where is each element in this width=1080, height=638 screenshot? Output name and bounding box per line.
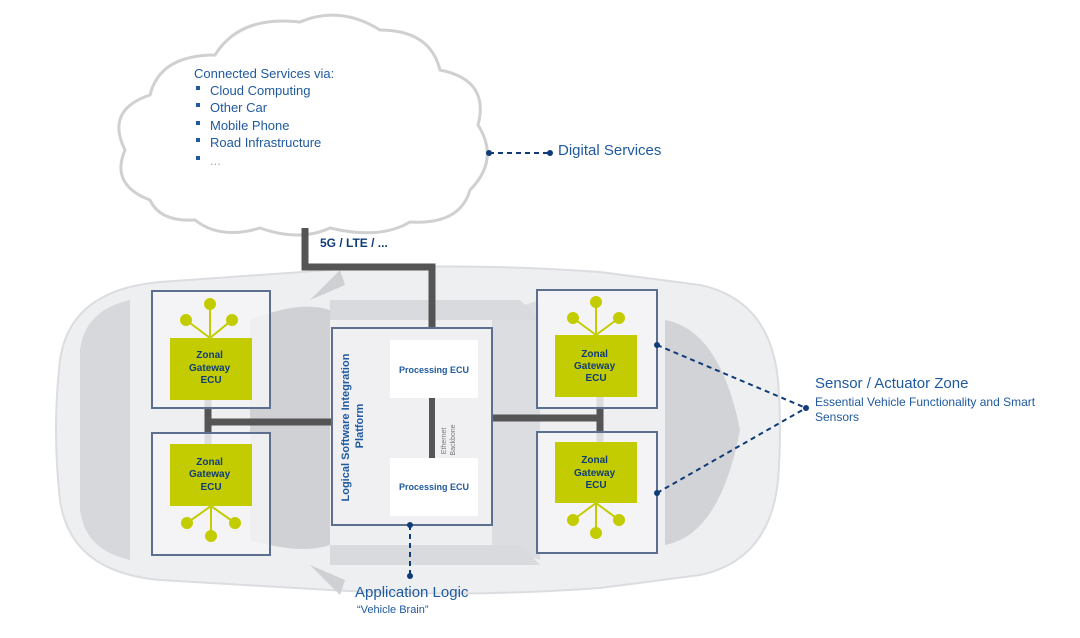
cloud-item: Cloud Computing	[210, 83, 310, 98]
software-integration-platform: Logical Software Integration Platform Pr…	[331, 327, 493, 526]
sensor-icon	[567, 502, 625, 539]
application-logic-title: Application Logic	[355, 584, 469, 601]
zone-label: ECU	[200, 482, 221, 493]
cloud-item: Other Car	[210, 100, 268, 115]
cloud-item: ...	[210, 153, 221, 168]
platform-title: Platform	[354, 403, 366, 448]
connectivity-label: 5G / LTE / ...	[320, 236, 388, 250]
zone-label: Gateway	[189, 363, 231, 374]
zone-front-left: Zonal Gateway ECU	[151, 290, 271, 409]
sensor-icon	[181, 505, 241, 542]
svg-text:Zonal Gateway ECU: Zonal Gateway ECU	[574, 455, 618, 491]
cloud-list: Cloud Computing Other Car Mobile Phone R…	[196, 83, 321, 168]
processing-ecu-top	[390, 340, 478, 398]
processing-ecu-label: Processing ECU	[399, 482, 469, 492]
zone-label: ECU	[200, 375, 221, 386]
connector-dots	[654, 342, 809, 496]
cellular-link-line	[301, 228, 436, 328]
sensor-zone-connector	[656, 344, 807, 494]
sensor-icon	[567, 296, 625, 336]
zone-label: Zonal	[196, 457, 223, 468]
svg-text:Zonal Gateway ECU: Zonal Gateway ECU	[574, 349, 618, 384]
backbone-label: Ethernet	[441, 428, 448, 455]
bullet-icon	[196, 103, 200, 107]
digital-services-label: Digital Services	[558, 142, 661, 159]
processing-ecu-label: Processing ECU	[399, 365, 469, 375]
zone-label: Gateway	[574, 361, 616, 372]
application-logic-subtitle: “Vehicle Brain”	[357, 604, 429, 616]
zone-label: Gateway	[574, 468, 616, 479]
zone-rear-right: Zonal Gateway ECU	[536, 431, 658, 554]
cloud-heading: Connected Services via:	[194, 66, 334, 81]
zone-rear-left: Zonal Gateway ECU	[151, 432, 271, 556]
processing-ecu-bottom	[390, 458, 478, 516]
svg-text:Logical Software Integration: Logical Software Integration Platform	[340, 351, 366, 502]
sensor-zone-title: Sensor / Actuator Zone	[815, 375, 968, 392]
zone-label: Zonal	[581, 455, 608, 466]
cloud-item: Road Infrastructure	[210, 135, 321, 150]
sensor-zone-desc: Sensors	[815, 410, 859, 424]
zone-label: Zonal	[196, 350, 223, 361]
svg-text:Zonal Gateway ECU: Zonal Gateway ECU	[189, 457, 233, 493]
svg-text:Zonal Gateway ECU: Zonal Gateway ECU	[189, 350, 233, 386]
sensor-zone-desc: Essential Vehicle Functionality and Smar…	[815, 395, 1036, 409]
digital-services-connector	[486, 150, 553, 156]
svg-text:Ethernet Backbone: Ethernet Backbone	[441, 424, 457, 455]
bullet-icon	[196, 138, 200, 142]
platform-title: Logical Software Integration	[340, 353, 352, 501]
bullet-icon	[196, 86, 200, 90]
bullet-icon	[196, 121, 200, 125]
backbone-label: Backbone	[450, 424, 457, 455]
zone-label: ECU	[585, 373, 606, 384]
cloud-shape	[117, 13, 489, 237]
zone-label: Gateway	[189, 469, 231, 480]
zone-label: ECU	[585, 480, 606, 491]
zone-front-right: Zonal Gateway ECU	[536, 289, 658, 409]
application-logic-connector	[407, 522, 413, 579]
bullet-icon	[196, 156, 200, 160]
sensor-icon	[180, 298, 238, 339]
zone-label: Zonal	[581, 349, 608, 360]
cloud-item: Mobile Phone	[210, 118, 290, 133]
